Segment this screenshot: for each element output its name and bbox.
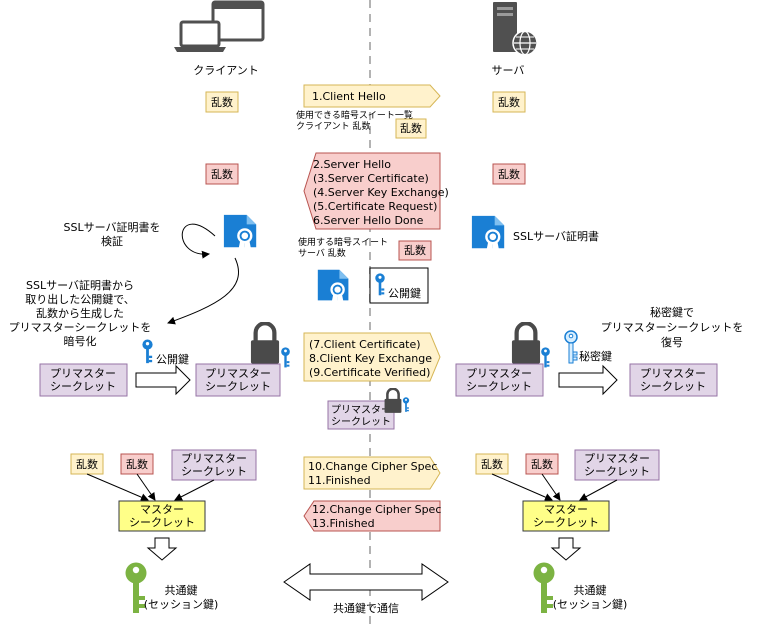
msg-server-hello-1: 2.Server Hello xyxy=(313,158,391,171)
server-session-key-1: 共通鍵 xyxy=(574,583,607,597)
server-master-in-random-yellow: 乱数 xyxy=(481,458,503,471)
msg-client-finished-2: 11.Finished xyxy=(308,474,371,487)
client-session-key-2: (セッション鍵) xyxy=(144,597,219,611)
encrypt-note-1: SSLサーバ証明書から xyxy=(26,278,134,292)
lock-icon-transit xyxy=(384,388,402,413)
client-devices-icon xyxy=(174,0,265,52)
extract-key-arrow xyxy=(167,257,240,325)
server-globe-icon xyxy=(493,2,538,56)
certificate-icon-client xyxy=(223,214,257,251)
server-premaster-plain-2: シークレット xyxy=(640,380,706,393)
comm-label: 共通鍵で通信 xyxy=(333,601,399,615)
server-cert-label: SSLサーバ証明書 xyxy=(513,229,599,243)
server-master-2: シークレット xyxy=(533,516,599,529)
server-master-1: マスター xyxy=(544,503,588,516)
msg-server-hello-5: 6.Server Hello Done xyxy=(313,214,424,227)
msg-server-finished-arrow xyxy=(303,500,441,532)
msg-server-hello-4: (5.Certificate Request) xyxy=(313,200,437,213)
client-down-arrow xyxy=(146,537,178,561)
server-hello-sub-1: 使用する暗号スイート xyxy=(298,236,388,248)
decrypt-arrow xyxy=(558,364,618,396)
server-premaster-enc-2: シークレット xyxy=(466,380,532,393)
verify-loop-arrow xyxy=(181,223,216,259)
transit-premaster-1: プリマスター xyxy=(331,404,391,416)
server-random-yellow: 乱数 xyxy=(498,96,520,109)
msg-server-hello-arrow xyxy=(303,152,441,230)
verify-note-1: SSLサーバ証明書を xyxy=(64,220,161,234)
secret-key-icon xyxy=(564,330,578,364)
msg-client-hello-arrow xyxy=(303,84,441,108)
server-down-arrow xyxy=(550,537,582,561)
msg-server-finished-1: 12.Change Cipher Spec xyxy=(312,503,441,516)
server-label: サーバ xyxy=(492,64,525,77)
client-random-yellow: 乱数 xyxy=(211,96,233,109)
client-hello-sub-1: 使用できる暗号スイート一覧 xyxy=(296,109,413,121)
server-master-in-premaster-2: シークレット xyxy=(584,465,650,478)
hello-random-red: 乱数 xyxy=(404,244,426,257)
decrypt-note-2: プリマスターシークレットを xyxy=(601,321,744,334)
transit-premaster-2: シークレット xyxy=(331,416,391,428)
client-master-in-premaster-1: プリマスター xyxy=(181,452,247,465)
client-random-red: 乱数 xyxy=(211,168,233,181)
secret-key-label: 秘密鍵 xyxy=(579,349,612,363)
msg-client-finished-1: 10.Change Cipher Spec xyxy=(308,460,437,473)
callout-public-key-label: 公開鍵 xyxy=(388,286,421,300)
msg-client-finished-arrow xyxy=(303,456,441,490)
msg-key-exchange-2: 8.Client Key Exchange xyxy=(309,352,432,365)
client-premaster-plain-1: プリマスター xyxy=(50,367,116,380)
client-label: クライアント xyxy=(193,64,259,77)
encrypt-note-5: 暗号化 xyxy=(64,334,97,348)
client-master-1: マスター xyxy=(140,503,184,516)
bidirectional-comm-arrow xyxy=(283,563,449,601)
server-random-red: 乱数 xyxy=(498,168,520,181)
client-public-key-label: 公開鍵 xyxy=(156,352,189,366)
decrypt-note-1: 秘密鍵で xyxy=(650,305,694,319)
lock-icon-client xyxy=(251,323,279,363)
server-hello-sub-2: サーバ 乱数 xyxy=(298,247,346,259)
lock-icon-server xyxy=(512,323,540,363)
key-icon-client-lock xyxy=(281,347,290,368)
msg-key-exchange-3: (9.Certificate Verified) xyxy=(309,366,430,379)
client-session-key-1: 共通鍵 xyxy=(165,583,198,597)
server-premaster-plain-1: プリマスター xyxy=(640,367,706,380)
msg-key-exchange-arrow xyxy=(303,332,441,382)
key-icon-transit xyxy=(402,397,410,412)
msg-server-hello-3: (4.Server Key Exchange) xyxy=(313,186,449,199)
msg-server-hello-2: (3.Server Certificate) xyxy=(313,172,429,185)
encrypt-note-4: プリマスターシークレットを xyxy=(9,321,152,334)
msg-server-finished-2: 13.Finished xyxy=(312,517,375,530)
encrypt-arrow xyxy=(135,364,191,396)
client-master-in-random-yellow: 乱数 xyxy=(76,458,98,471)
session-key-icon-server xyxy=(533,562,555,613)
client-master-in-premaster-2: シークレット xyxy=(181,465,247,478)
client-master-in-random-red: 乱数 xyxy=(126,458,148,471)
certificate-icon-server xyxy=(471,215,505,252)
msg-key-exchange-1: (7.Client Certificate) xyxy=(309,338,421,351)
client-premaster-enc-1: プリマスター xyxy=(205,367,271,380)
client-premaster-plain-2: シークレット xyxy=(50,380,116,393)
client-master-2: シークレット xyxy=(129,516,195,529)
server-premaster-enc-1: プリマスター xyxy=(466,367,532,380)
client-premaster-enc-2: シークレット xyxy=(205,380,271,393)
client-hello-sub-2: クライアント 乱数 xyxy=(296,120,371,132)
server-master-in-random-red: 乱数 xyxy=(531,458,553,471)
hello-random-yellow: 乱数 xyxy=(400,122,422,135)
verify-note-2: 検証 xyxy=(101,234,123,248)
encrypt-note-3: 乱数から生成した xyxy=(36,306,124,320)
certificate-icon-middle xyxy=(317,269,349,304)
msg-client-hello: 1.Client Hello xyxy=(312,90,386,103)
encrypt-note-2: 取り出した公開鍵で、 xyxy=(25,292,135,306)
server-master-in-premaster-1: プリマスター xyxy=(584,452,650,465)
server-session-key-2: (セッション鍵) xyxy=(553,597,628,611)
public-key-icon-client xyxy=(142,339,153,364)
decrypt-note-3: 復号 xyxy=(661,336,683,349)
